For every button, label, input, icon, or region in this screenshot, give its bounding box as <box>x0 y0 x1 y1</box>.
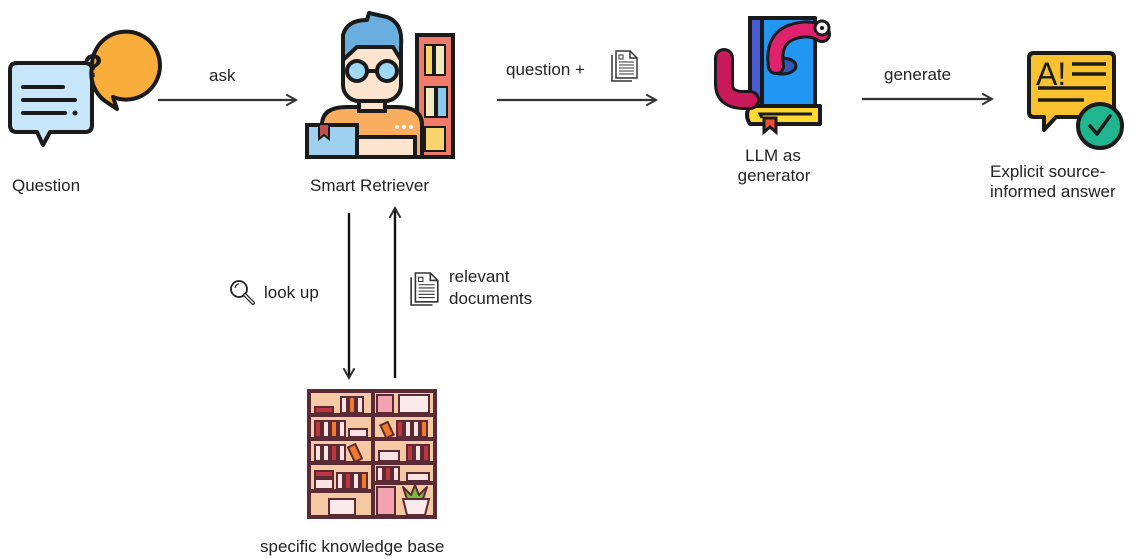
question-chat-icon: ? <box>8 29 162 147</box>
retriever-label: Smart Retriever <box>310 176 430 195</box>
svg-text:A!: A! <box>1036 56 1066 92</box>
document-icon <box>611 50 638 82</box>
bookworm-book-icon <box>714 16 831 136</box>
look-up-label: look up <box>264 283 319 302</box>
question-label: Question <box>12 176 81 195</box>
retriever-person-icon <box>305 11 455 159</box>
relevant-label-line1: relevant <box>449 267 510 286</box>
document-icon <box>410 272 439 306</box>
svg-text:?: ? <box>83 48 103 84</box>
answer-checkmark-icon: A! <box>1027 51 1124 150</box>
question-plus-label: question + <box>506 60 585 79</box>
relevant-label-line2: documents <box>449 289 533 308</box>
bookshelf-icon <box>307 389 437 519</box>
ask-label: ask <box>209 66 236 85</box>
magnifier-icon <box>230 280 255 305</box>
answer-label-line1: Explicit source- <box>990 162 1106 181</box>
generate-label: generate <box>884 65 952 84</box>
answer-label-line2: informed answer <box>990 182 1116 201</box>
knowledge-base-label: specific knowledge base <box>260 537 445 556</box>
llm-label-line2: generator <box>737 166 811 185</box>
llm-label-line1: LLM as <box>745 146 801 165</box>
